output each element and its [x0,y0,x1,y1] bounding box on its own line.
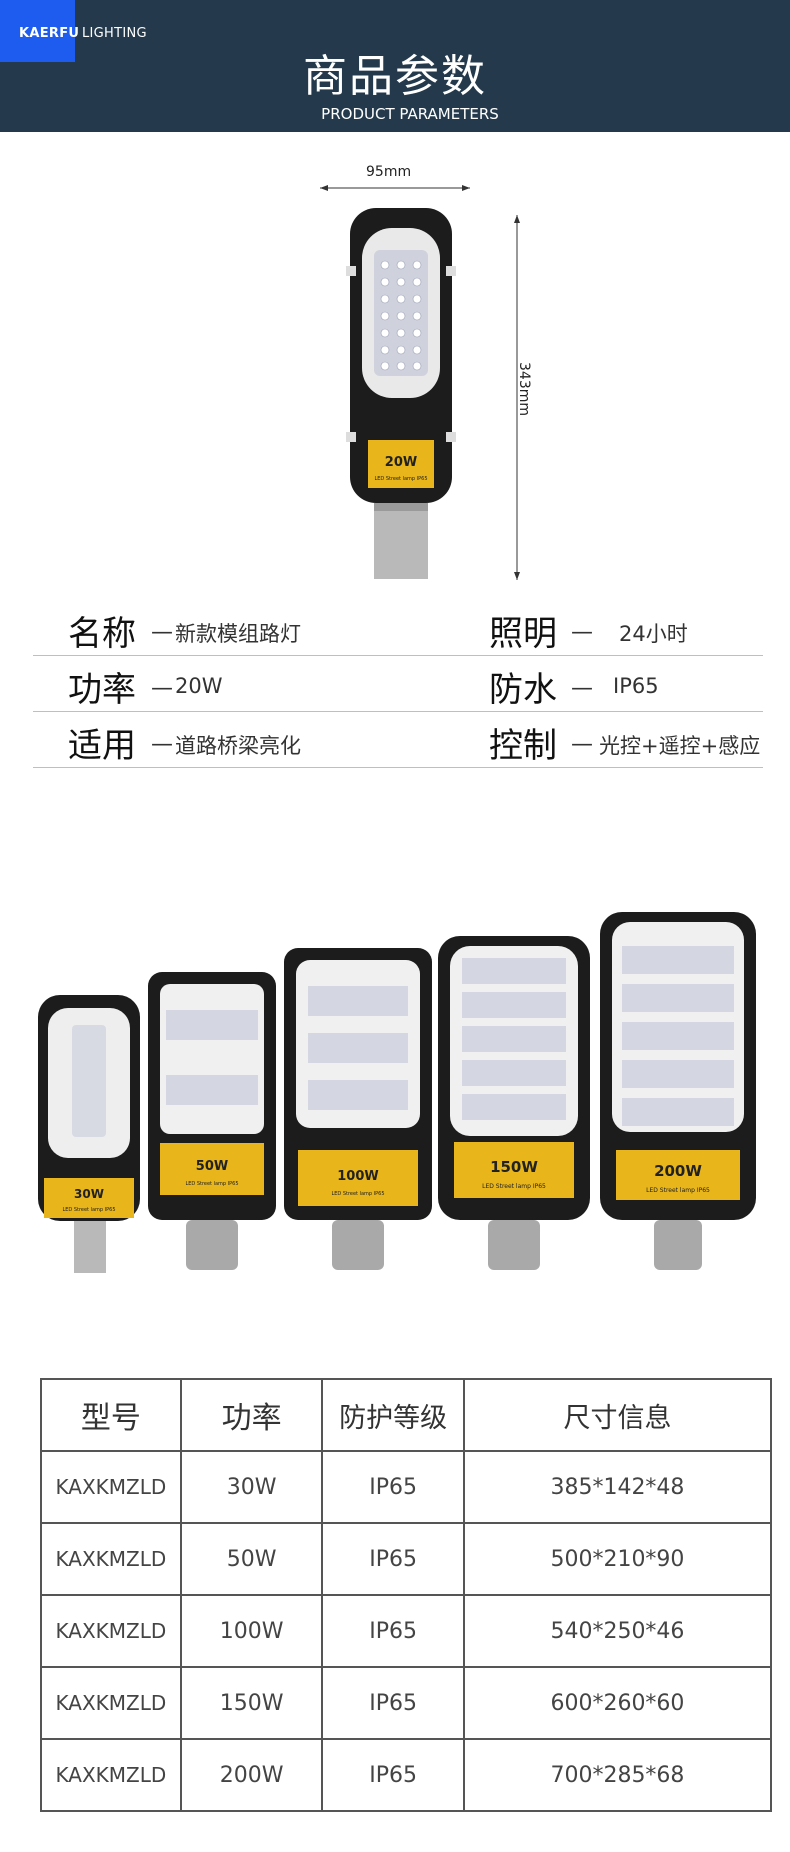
table-cell: KAXKMZLD [40,1738,182,1812]
param-sep: — [571,732,593,757]
table-cell: 50W [179,1522,324,1596]
table-cell: 600*260*60 [462,1666,773,1740]
page-subtitle: PRODUCT PARAMETERS [321,105,499,123]
lamp-sublabel: LED Street lamp IP65 [646,1187,710,1194]
table-cell: 200W [179,1738,324,1812]
param-row-usage: 适用 — 道路桥梁亮化 控制 — 光控+遥控+感应 [33,712,763,768]
lamp-150w: 150W LED Street lamp IP65 [438,936,590,1270]
lamp-sub-label: LED Street lamp IP65 [374,476,427,482]
column-header: 防护等级 [321,1378,465,1452]
param-row-name: 名称 — 新款模组路灯 照明 — 24小时 [33,600,763,656]
param-sep: — [571,620,593,645]
table-cell: IP65 [321,1450,465,1524]
table-row: KAXKMZLD 50W IP65 500*210*90 [40,1522,773,1596]
lamp-wattage-label: 20W [385,455,417,470]
lamp-lineup: 30W LED Street lamp IP65 50W LED Street … [38,912,756,1273]
table-cell: 700*285*68 [462,1738,773,1812]
table-cell: 30W [179,1450,324,1524]
lamp-label: 30W [74,1187,104,1201]
param-key: 防水 [489,670,557,710]
table-row: KAXKMZLD 30W IP65 385*142*48 [40,1450,773,1524]
table-cell: IP65 [321,1738,465,1812]
param-value: 24小时 [619,622,688,646]
width-dimension-label: 95mm [366,164,412,180]
table-row: KAXKMZLD 100W IP65 540*250*46 [40,1594,773,1668]
column-header: 尺寸信息 [462,1378,773,1452]
table-cell: 150W [179,1666,324,1740]
table-cell: IP65 [321,1666,465,1740]
param-key: 功率 [68,670,136,710]
table-cell: KAXKMZLD [40,1666,182,1740]
brand-suffix: LIGHTING [82,26,147,41]
lamp-30w: 30W LED Street lamp IP65 [38,995,140,1273]
brand-box [0,0,75,62]
lamp-label: 200W [654,1162,702,1180]
column-header: 型号 [40,1378,182,1452]
spec-table: 型号 功率 防护等级 尺寸信息 KAXKMZLD 30W IP65 385*14… [40,1378,773,1812]
param-value: 新款模组路灯 [175,622,301,646]
param-value: 道路桥梁亮化 [175,734,301,758]
street-lamp-drawing: 20W LED Street lamp IP65 [320,185,520,580]
param-sep: — [151,620,173,645]
lamp-label: 50W [196,1159,228,1174]
brand-name: KAERFU [19,26,80,41]
lamp-label: 150W [490,1158,538,1176]
lamp-sublabel: LED Street lamp IP65 [185,1181,238,1187]
lamp-label: 100W [337,1169,378,1184]
header-banner: KAERFU LIGHTING 商品参数 PRODUCT PARAMETERS [0,0,790,132]
page-title: 商品参数 [303,51,487,102]
table-row: KAXKMZLD 150W IP65 600*260*60 [40,1666,773,1740]
table-cell: KAXKMZLD [40,1522,182,1596]
table-cell: IP65 [321,1594,465,1668]
param-key: 适用 [68,726,136,766]
param-sep: — [571,676,593,701]
column-header: 功率 [179,1378,324,1452]
param-sep: — [151,732,173,757]
param-value: 光控+遥控+感应 [599,734,761,758]
lamp-sublabel: LED Street lamp IP65 [482,1183,546,1190]
table-row: KAXKMZLD 200W IP65 700*285*68 [40,1738,773,1812]
table-cell: KAXKMZLD [40,1594,182,1668]
param-row-power: 功率 — 20W 防水 — IP65 [33,656,763,712]
table-cell: 500*210*90 [462,1522,773,1596]
table-cell: 540*250*46 [462,1594,773,1668]
param-key: 照明 [489,614,557,654]
lamp-200w: 200W LED Street lamp IP65 [600,912,756,1270]
table-cell: KAXKMZLD [40,1450,182,1524]
lamp-sublabel: LED Street lamp IP65 [62,1207,115,1213]
lamp-sublabel: LED Street lamp IP65 [331,1191,384,1197]
lamp-100w: 100W LED Street lamp IP65 [284,948,432,1270]
table-cell: 385*142*48 [462,1450,773,1524]
param-sep: — [151,676,173,701]
param-value: IP65 [613,674,659,698]
table-header-row: 型号 功率 防护等级 尺寸信息 [40,1378,773,1452]
table-cell: IP65 [321,1522,465,1596]
param-key: 名称 [68,614,136,654]
param-value: 20W [175,674,223,698]
param-key: 控制 [489,726,557,766]
table-cell: 100W [179,1594,324,1668]
lamp-50w: 50W LED Street lamp IP65 [148,972,276,1270]
